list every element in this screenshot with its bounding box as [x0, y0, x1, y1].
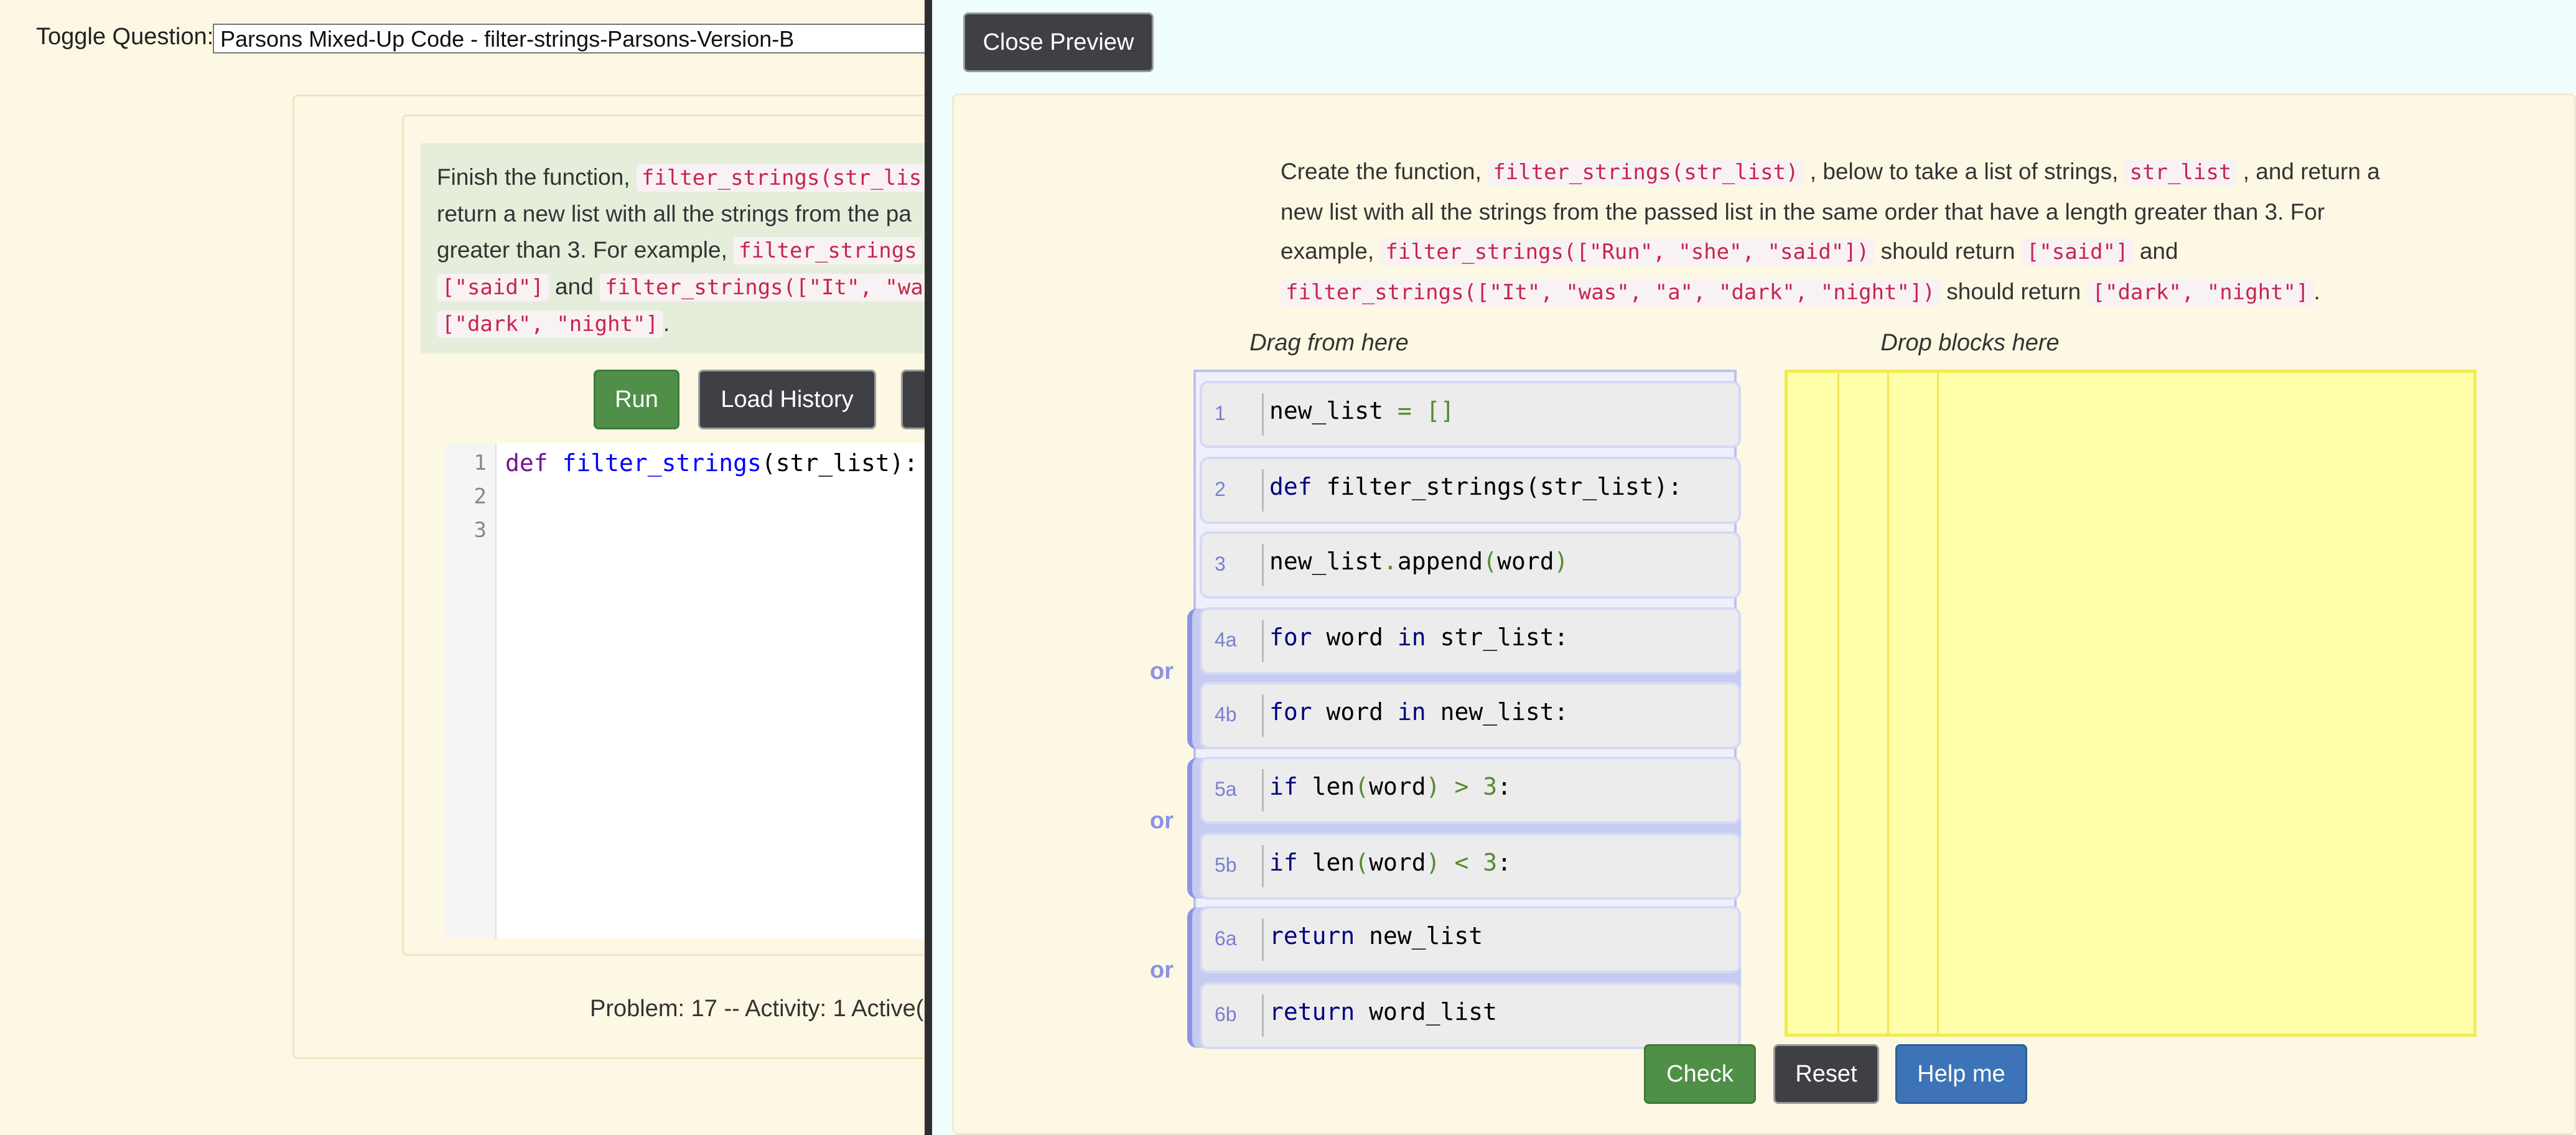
block-separator: [1262, 620, 1264, 662]
prompt-code: filter_strings(["Run", "she", "said"]): [1380, 238, 1875, 266]
block-number: 4b: [1215, 703, 1237, 726]
prompt-text: and: [2139, 238, 2178, 264]
prompt-text: example,: [1281, 238, 1374, 264]
or-label: or: [1150, 808, 1174, 834]
prompt-text: should return: [1880, 238, 2015, 264]
code-block[interactable]: 5a if len(word) > 3:: [1200, 757, 1741, 824]
prompt-code: ["dark", "night"]: [437, 311, 663, 338]
code-editor[interactable]: 1 2 3 def filter_strings(str_list):: [444, 443, 925, 938]
block-number: 4a: [1215, 628, 1237, 651]
block-code: if len(word) < 3:: [1269, 849, 1512, 876]
prompt-code: filter_strings(str_lis: [636, 164, 925, 192]
load-history-button[interactable]: Load History: [698, 370, 876, 429]
toggle-question-select[interactable]: Parsons Mixed-Up Code - filter-strings-P…: [213, 24, 925, 54]
block-code: return word_list: [1269, 998, 1498, 1025]
prompt-text: and: [555, 274, 594, 299]
block-separator: [1262, 544, 1264, 586]
code-block[interactable]: 6b return word_list: [1200, 982, 1741, 1049]
answer-drop-area[interactable]: [1785, 370, 2476, 1037]
or-label: or: [1150, 957, 1174, 983]
block-separator: [1262, 469, 1264, 511]
question-pane: Toggle Question: Parsons Mixed-Up Code -…: [0, 0, 925, 1135]
close-preview-button[interactable]: Close Preview: [963, 12, 1154, 72]
prompt-text: Finish the function,: [437, 164, 630, 190]
block-code: for word in new_list:: [1269, 698, 1569, 726]
toolbar-button[interactable]: [901, 370, 925, 429]
code-function-name: filter_strings: [562, 449, 762, 477]
or-label: or: [1150, 658, 1174, 684]
code-block[interactable]: 5b if len(word) < 3:: [1200, 833, 1741, 900]
block-number: 6a: [1215, 927, 1237, 950]
block-separator: [1262, 845, 1264, 887]
run-button[interactable]: Run: [594, 370, 679, 429]
prompt-text: new list with all the strings from the p…: [1281, 199, 2325, 225]
prompt-code: filter_strings(["It", "wa: [600, 274, 925, 301]
prompt-text: should return: [1946, 279, 2081, 304]
prompt-text: greater than 3. For example,: [437, 237, 727, 263]
prompt-text: , below to take a list of strings,: [1809, 159, 2119, 184]
code-block[interactable]: 6a return new_list: [1200, 906, 1741, 973]
drop-blocks-here-label: Drop blocks here: [1880, 330, 2060, 356]
block-number: 1: [1215, 402, 1226, 424]
line-number: 3: [474, 518, 487, 543]
prompt-code: ["dark", "night"]: [2087, 279, 2314, 306]
prompt-text: .: [2313, 279, 2320, 304]
line-number-gutter: 1 2 3: [444, 443, 497, 938]
block-separator: [1262, 393, 1264, 436]
block-number: 5a: [1215, 778, 1237, 800]
code-block[interactable]: 4a for word in str_list:: [1200, 607, 1741, 675]
code-block[interactable]: 1 new_list = []: [1200, 381, 1741, 448]
prompt-text: .: [663, 311, 670, 336]
prompt-code: str_list: [2124, 159, 2237, 186]
block-separator: [1262, 769, 1264, 811]
question-prompt: Finish the function, filter_strings(str_…: [421, 143, 925, 353]
prompt-code: filter_strings(str_list): [1488, 159, 1804, 186]
pane-divider[interactable]: [925, 0, 932, 1135]
problem-status: Problem: 17 -- Activity: 1 Active(: [590, 996, 924, 1022]
code-args: (str_list):: [761, 449, 918, 477]
block-code: def filter_strings(str_list):: [1269, 473, 1682, 500]
block-number: 2: [1215, 478, 1226, 500]
block-separator: [1262, 694, 1264, 737]
indent-guide: [1887, 373, 1889, 1034]
block-number: 3: [1215, 553, 1226, 575]
prompt-code: ["said"]: [2021, 238, 2134, 266]
block-number: 5b: [1215, 854, 1237, 876]
line-number: 1: [474, 451, 487, 475]
block-separator: [1262, 994, 1264, 1037]
check-button[interactable]: Check: [1644, 1044, 1756, 1104]
block-code: for word in str_list:: [1269, 624, 1569, 651]
code-block[interactable]: 2 def filter_strings(str_list):: [1200, 457, 1741, 524]
code-block[interactable]: 3 new_list.append(word): [1200, 531, 1741, 599]
indent-guide: [1937, 373, 1939, 1034]
drag-from-here-label: Drag from here: [1249, 330, 1409, 356]
prompt-text: Create the function,: [1281, 159, 1482, 184]
block-code: new_list.append(word): [1269, 548, 1569, 575]
help-me-button[interactable]: Help me: [1895, 1044, 2027, 1104]
prompt-code: ["said"]: [437, 274, 549, 301]
block-code: new_list = []: [1269, 397, 1455, 424]
code-keyword: def: [505, 449, 548, 477]
block-code: if len(word) > 3:: [1269, 773, 1512, 800]
preview-pane: Close Preview Create the function, filte…: [932, 0, 2576, 1135]
line-number: 2: [474, 484, 487, 509]
block-separator: [1262, 918, 1264, 961]
code-line: def filter_strings(str_list):: [505, 449, 918, 477]
block-number: 6b: [1215, 1003, 1237, 1025]
indent-guide: [1837, 373, 1839, 1034]
parsons-prompt: Create the function, filter_strings(str_…: [1281, 152, 2432, 312]
reset-button[interactable]: Reset: [1773, 1044, 1879, 1104]
block-code: return new_list: [1269, 922, 1483, 950]
prompt-text: , and return a: [2242, 159, 2380, 184]
prompt-text: return a new list with all the strings f…: [437, 201, 912, 227]
prompt-code: filter_strings(["It", "was", "a", "dark"…: [1281, 279, 1940, 306]
prompt-code: filter_strings: [734, 237, 922, 264]
code-block[interactable]: 4b for word in new_list:: [1200, 682, 1741, 749]
toggle-question-label: Toggle Question:: [36, 24, 214, 50]
